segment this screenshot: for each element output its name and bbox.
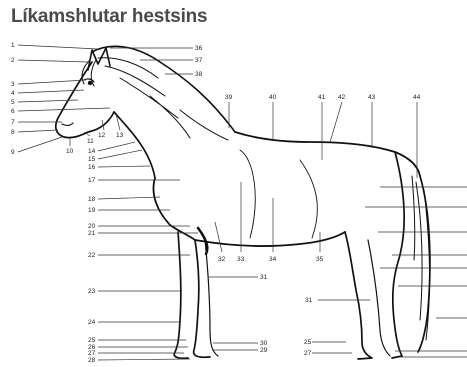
- leader-3: [18, 80, 86, 84]
- label-15: 15: [88, 156, 96, 163]
- leader-18: [98, 197, 160, 199]
- label-7: 7: [11, 119, 15, 126]
- label-1: 1: [11, 42, 15, 49]
- label-25: 25: [88, 337, 96, 344]
- leader-9: [18, 137, 62, 152]
- label-8: 8: [11, 129, 15, 136]
- label-13: 13: [116, 132, 124, 139]
- label-19: 19: [88, 207, 96, 214]
- leader-32: [215, 222, 222, 252]
- label-39: 39: [225, 94, 233, 101]
- label-5: 5: [11, 99, 15, 106]
- leader-42: [330, 102, 342, 142]
- label-23: 23: [88, 288, 96, 295]
- label-12: 12: [98, 132, 106, 139]
- label-31: 31: [260, 274, 268, 281]
- leader-8: [18, 130, 58, 132]
- label-32: 32: [218, 256, 226, 263]
- label-42: 42: [338, 94, 346, 101]
- label-9: 9: [11, 149, 15, 156]
- label-2: 2: [11, 57, 15, 64]
- label-35: 35: [316, 256, 324, 263]
- label-3: 3: [11, 81, 15, 88]
- leader-1: [18, 45, 98, 49]
- label-38: 38: [195, 71, 203, 78]
- label-40: 40: [269, 94, 277, 101]
- leader-14: [98, 142, 135, 151]
- label-41: 41: [318, 94, 326, 101]
- label-14: 14: [88, 148, 96, 155]
- leader-lines: [18, 45, 467, 360]
- label-16: 16: [88, 164, 96, 171]
- leader-28: [98, 359, 190, 360]
- label-43: 43: [368, 94, 376, 101]
- label-29: 29: [260, 347, 268, 354]
- label-20: 20: [88, 223, 96, 230]
- label-24: 24: [88, 319, 96, 326]
- label-4: 4: [11, 90, 15, 97]
- label-30: 30: [260, 340, 268, 347]
- label-37: 37: [195, 57, 203, 64]
- label-25-hind: 25: [304, 339, 312, 346]
- label-44: 44: [413, 94, 421, 101]
- label-28: 28: [88, 357, 96, 364]
- leader-5: [18, 100, 78, 102]
- label-18: 18: [88, 196, 96, 203]
- label-34: 34: [269, 256, 277, 263]
- label-33: 33: [237, 256, 245, 263]
- label-36: 36: [195, 45, 203, 52]
- label-31-hind: 31: [305, 297, 313, 304]
- label-11: 11: [87, 138, 94, 145]
- label-17: 17: [88, 177, 96, 184]
- label-21: 21: [88, 230, 96, 237]
- label-22: 22: [88, 252, 96, 259]
- label-27: 27: [88, 350, 96, 357]
- leader-15: [98, 150, 142, 159]
- leader-16: [98, 166, 150, 167]
- label-27-hind: 27: [304, 350, 312, 357]
- leader-2: [18, 60, 88, 62]
- label-10: 10: [66, 148, 74, 155]
- label-6: 6: [11, 108, 15, 115]
